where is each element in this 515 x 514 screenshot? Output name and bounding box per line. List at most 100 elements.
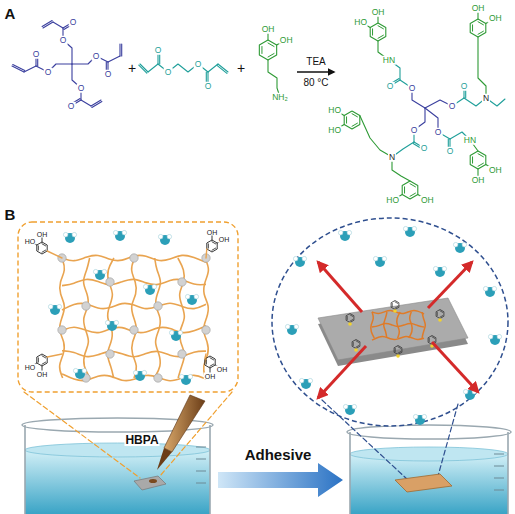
atom-label: NH₂ bbox=[271, 93, 289, 102]
binding-dot bbox=[393, 309, 397, 313]
plate bbox=[318, 298, 468, 360]
figure-part bbox=[154, 374, 162, 382]
atom-label: OH bbox=[488, 166, 503, 175]
bond-line bbox=[410, 193, 415, 196]
figure-part bbox=[179, 374, 184, 379]
bond-line bbox=[410, 184, 415, 187]
bond-line bbox=[392, 303, 393, 306]
figure-part bbox=[194, 294, 199, 299]
figure-part bbox=[422, 312, 425, 338]
bond-line bbox=[429, 338, 430, 341]
atom-label: O bbox=[164, 68, 173, 77]
figure-part bbox=[442, 266, 447, 271]
atom-label: OH bbox=[36, 231, 49, 238]
figure-part bbox=[462, 242, 467, 247]
bond-line bbox=[437, 312, 438, 315]
figure-part bbox=[48, 304, 53, 309]
water-molecule bbox=[453, 242, 466, 253]
bond-line bbox=[212, 242, 216, 244]
atom-label: O bbox=[408, 84, 417, 93]
adhesive-drop bbox=[149, 479, 157, 483]
figure-part bbox=[507, 432, 509, 514]
bond-line bbox=[398, 347, 401, 349]
figure-part bbox=[106, 350, 114, 358]
material-label: HBPA bbox=[124, 434, 159, 446]
binding-dot bbox=[348, 322, 352, 326]
bond-line bbox=[42, 250, 46, 252]
atom-label: O bbox=[420, 144, 429, 153]
water-molecule bbox=[299, 378, 312, 389]
water-molecule bbox=[169, 330, 182, 341]
binding-dot bbox=[438, 318, 442, 322]
bond-line bbox=[352, 114, 357, 117]
figure-part bbox=[308, 378, 313, 383]
bond-line bbox=[478, 154, 483, 157]
zoom-inset bbox=[18, 222, 238, 392]
figure-part bbox=[488, 334, 493, 339]
bond-line bbox=[42, 356, 46, 358]
benzene-ring bbox=[436, 310, 444, 319]
figure-part bbox=[84, 258, 90, 378]
atom-label: OH bbox=[471, 4, 486, 13]
process-arrow bbox=[218, 463, 343, 497]
figure-part bbox=[372, 311, 424, 314]
atom-label: OH bbox=[204, 373, 217, 380]
atom-label: O bbox=[69, 18, 78, 27]
figure-part bbox=[169, 330, 174, 335]
figure-part bbox=[492, 286, 497, 291]
atom-label: HN bbox=[463, 136, 477, 145]
atom-label: HO bbox=[24, 364, 37, 371]
atom-label: OH bbox=[36, 371, 49, 378]
bond-line bbox=[206, 360, 207, 364]
water-molecule bbox=[463, 389, 476, 400]
bond-line bbox=[42, 362, 46, 364]
atom-label: O bbox=[32, 50, 41, 59]
figure-part bbox=[185, 294, 190, 299]
figure-part bbox=[60, 258, 65, 378]
polymer-network bbox=[371, 311, 426, 341]
figure-part bbox=[422, 414, 427, 419]
figure-part bbox=[73, 368, 78, 373]
bond-line bbox=[352, 123, 357, 126]
bond-line bbox=[210, 364, 214, 366]
bond-line bbox=[350, 320, 353, 322]
figure-part bbox=[299, 378, 304, 383]
water-molecule bbox=[483, 286, 496, 297]
atom-label: O bbox=[434, 128, 443, 137]
bond-line bbox=[378, 35, 383, 38]
atom-label: OH bbox=[471, 176, 486, 185]
water-molecule bbox=[179, 374, 192, 385]
bond-line bbox=[378, 26, 383, 29]
bond-line bbox=[208, 244, 209, 248]
figure-part bbox=[58, 326, 66, 334]
water-molecule bbox=[185, 294, 198, 305]
bond-line bbox=[322, 400, 408, 480]
bond-line bbox=[108, 56, 120, 62]
figure-part bbox=[167, 234, 172, 239]
figure-part bbox=[494, 478, 504, 479]
bond-line bbox=[212, 248, 216, 250]
water-molecule bbox=[158, 234, 171, 245]
atom-label: HO bbox=[327, 126, 342, 135]
bond-line bbox=[356, 341, 359, 343]
figure-part bbox=[178, 330, 183, 335]
benzene-ring bbox=[346, 314, 354, 323]
plus-sign: + bbox=[128, 61, 136, 75]
water-molecule bbox=[403, 226, 416, 237]
polymer-network bbox=[58, 254, 210, 382]
atom-label: OH bbox=[371, 8, 386, 17]
figure-part bbox=[413, 414, 418, 419]
bond-line bbox=[398, 352, 401, 354]
bond-line bbox=[205, 354, 206, 359]
figure-part bbox=[371, 312, 374, 338]
bond-line bbox=[139, 65, 147, 73]
water-molecule bbox=[343, 404, 356, 415]
bond-line bbox=[268, 54, 274, 58]
figure-part bbox=[412, 226, 417, 231]
benzene-ring bbox=[259, 40, 276, 60]
figure-part bbox=[143, 284, 148, 289]
water-molecule bbox=[433, 266, 446, 277]
figure-part bbox=[114, 320, 119, 325]
bond-line bbox=[13, 64, 25, 70]
